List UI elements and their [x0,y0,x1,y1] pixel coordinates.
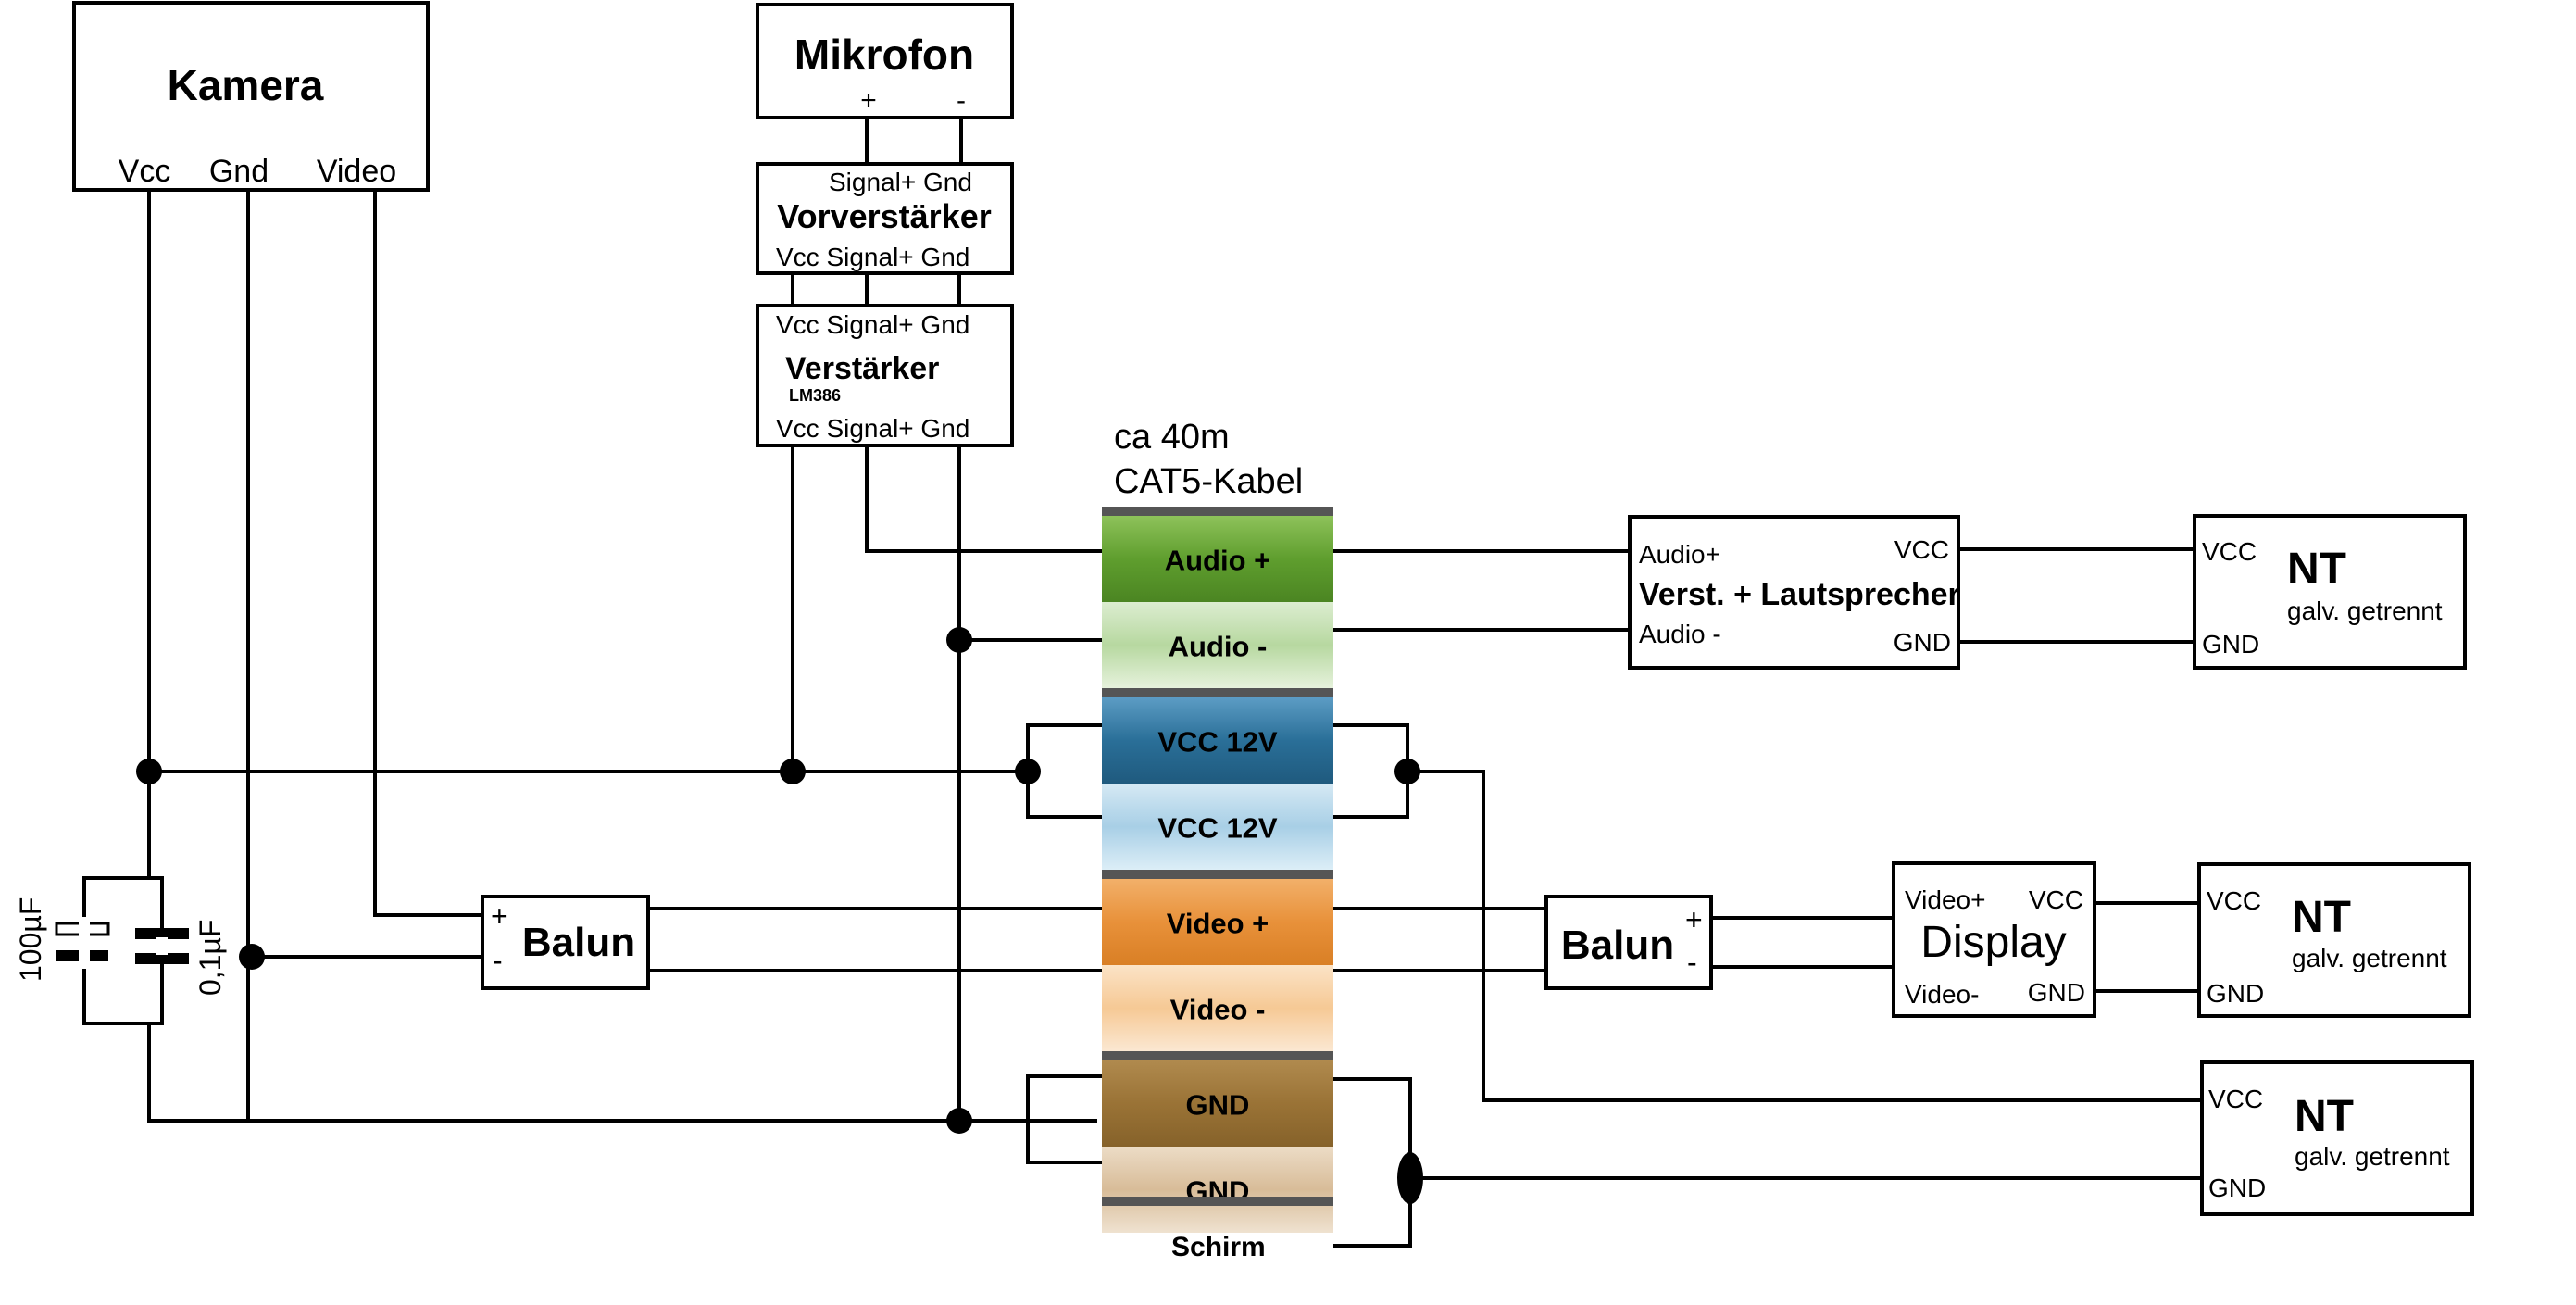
junction-vcc-cable-left [1015,759,1041,784]
camera-title: Kamera [168,61,324,109]
junction-dots [136,627,1420,1134]
nt2-subtitle: galv. getrennt [2292,944,2447,972]
nt1-title: NT [2287,545,2346,594]
camera-pin-vcc: Vcc [119,154,171,189]
cable-strand-label: Video + [1167,908,1269,940]
display-title: Display [1920,918,2066,967]
amp-subtitle: LM386 [789,386,841,405]
shield-junction [1397,1152,1423,1204]
balun-right-plus: + [1685,903,1703,936]
display-video-minus: Video- [1905,980,1979,1009]
camera-box: Kamera Vcc Gnd Video [72,1,430,192]
preamp-top-pins: Signal+ Gnd [829,168,972,196]
cable-strand [1102,1147,1333,1233]
balun-right-minus: - [1687,946,1697,979]
nt3-gnd: GND [2208,1173,2266,1202]
cable-pair-separator [1102,870,1333,879]
display-video-plus: Video+ [1905,885,1985,914]
microphone-box: Mikrofon + - [756,3,1014,119]
cap-01uf-gap [156,937,168,955]
nt2-title: NT [2292,893,2351,942]
cable-strand-label: Audio + [1165,545,1271,577]
cable-pair-separator [1102,1051,1333,1060]
nt1-subtitle: galv. getrennt [2287,596,2443,625]
junction-cap-balun [239,944,265,970]
nt2-gnd: GND [2207,979,2264,1008]
junction-audio-gnd [946,627,972,653]
amp-top-pins: Vcc Signal+ Gnd [776,310,969,339]
junction-gnd-bus [946,1108,972,1134]
preamp-title: Vorverstärker [777,197,992,235]
cable-pair-separator [1102,688,1333,697]
wires [147,105,2202,1248]
balun-left: + - Balun [481,895,650,990]
display-vcc: VCC [2029,885,2083,914]
camera-pin-gnd: Gnd [209,154,269,189]
nt3-subtitle: galv. getrennt [2295,1142,2450,1171]
preamp-box: Signal+ Gnd Vorverstärker Vcc Signal+ Gn… [756,162,1014,275]
cap-01uf-plate-top [135,928,189,939]
cable-type-label: CAT5-Kabel [1114,462,1303,501]
cable-length-label: ca 40m [1114,418,1230,457]
amp-bottom-pins: Vcc Signal+ Gnd [776,414,969,443]
cable-strand-label: GND [1186,1089,1250,1122]
microphone-title: Mikrofon [794,31,974,79]
cable-strand [1102,516,1333,602]
junction-vcc-camera [136,759,162,784]
cable-strand [1102,784,1333,870]
display-box: Video+ VCC Display Video- GND [1892,861,2096,1018]
speaker-gnd: GND [1894,628,1951,657]
cable-strand [1102,1060,1333,1147]
microphone-plus: + [860,85,877,116]
cable-strand-label: VCC 12V [1157,812,1278,845]
nt1-vcc: VCC [2202,537,2257,566]
cable-strand-label: Video - [1170,994,1266,1026]
cable-strand [1102,697,1333,784]
power-supply-3: VCC NT galv. getrennt GND [2200,1060,2474,1216]
cap-01uf-label: 0,1µF [194,920,227,996]
speaker-vcc: VCC [1894,535,1949,564]
display-gnd: GND [2028,978,2085,1007]
power-supply-1: VCC NT galv. getrennt GND [2193,514,2467,670]
speaker-amp-box: Audio+ VCC Verst. + Lautsprecher Audio -… [1628,515,1960,670]
nt3-vcc: VCC [2208,1085,2263,1113]
balun-right-title: Balun [1561,922,1674,968]
cable-strand-label: Audio - [1169,631,1268,663]
speaker-audio-minus: Audio - [1639,620,1721,648]
cable-strand [1102,879,1333,965]
cable-pair-separator [1102,507,1333,516]
shield-label: Schirm [1171,1232,1266,1262]
cable-strand-label: VCC 12V [1157,726,1278,759]
nt3-title: NT [2295,1092,2354,1141]
balun-right: Balun + - [1544,895,1713,990]
cap-100uf-label: 100µF [14,897,47,982]
cap-100uf-gap [79,917,90,969]
camera-pin-video: Video [317,154,396,189]
cap-01uf-plate-bottom [135,953,189,964]
amp-title: Verstärker [785,351,939,386]
balun-left-plus: + [491,899,508,933]
cable-strand [1102,965,1333,1051]
nt2-vcc: VCC [2207,886,2261,915]
junction-vcc-amp [780,759,806,784]
microphone-minus: - [957,85,966,116]
balun-left-minus: - [493,944,503,977]
junction-vcc-cable-right [1394,759,1420,784]
balun-left-title: Balun [522,920,635,965]
cable-bottom-rule [1102,1197,1333,1206]
cat5-cable: ca 40m CAT5-Kabel Audio + Audio - VCC 12V V… [1102,418,1423,1262]
power-supply-2: VCC NT galv. getrennt GND [2197,862,2471,1018]
capacitors: 100µF 0,1µF [14,876,227,1025]
preamp-bottom-pins: Vcc Signal+ Gnd [776,243,969,271]
speaker-audio-plus: Audio+ [1639,540,1720,569]
amplifier-box: Vcc Signal+ Gnd Verstärker LM386 Vcc Sig… [756,304,1014,447]
speaker-title: Verst. + Lautsprecher [1639,577,1960,612]
nt1-gnd: GND [2202,630,2259,659]
cable-strand [1102,602,1333,688]
